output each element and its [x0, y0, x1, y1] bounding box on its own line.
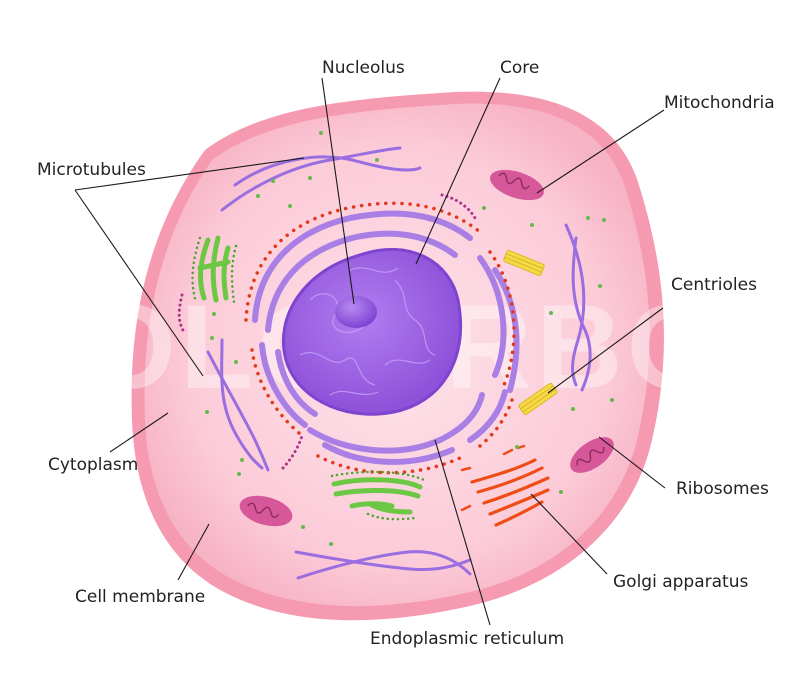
leader-ribosomes — [598, 436, 666, 489]
microtubules — [206, 146, 592, 580]
label-centrioles: Centrioles — [671, 275, 757, 295]
mitochondrion-top — [490, 169, 544, 201]
smooth-er-left-dots — [191, 236, 238, 304]
label-endoplasmic-reticulum: Endoplasmic reticulum — [370, 629, 564, 649]
nucleolus-shape — [335, 296, 377, 328]
smooth-er-bottom-dots — [330, 470, 426, 521]
mitochondrion-bottom — [239, 495, 293, 527]
centrioles-group — [503, 250, 558, 416]
label-golgi-apparatus: Golgi apparatus — [613, 572, 748, 592]
centriole-top — [503, 250, 545, 276]
label-mitochondria: Mitochondria — [664, 93, 775, 113]
leader-centrioles — [547, 307, 664, 394]
mitochondria-group — [239, 169, 614, 527]
endoplasmic-reticulum — [252, 210, 520, 465]
labels: Nucleolus Core Mitochondria Microtubules… — [37, 58, 775, 649]
smooth-er-left — [197, 235, 231, 303]
label-ribosomes: Ribosomes — [676, 479, 769, 499]
leader-cell-membrane — [177, 523, 210, 581]
leader-core — [415, 77, 501, 265]
centriole-bottom — [518, 382, 558, 416]
label-microtubules: Microtubules — [37, 160, 146, 180]
leader-mitochondria — [536, 109, 665, 194]
nucleus — [281, 248, 462, 416]
label-cytoplasm: Cytoplasm — [48, 455, 138, 475]
leader-cytoplasm — [109, 412, 169, 453]
mitochondrion-right — [570, 437, 614, 473]
nucleus-shape — [281, 248, 462, 416]
leader-microtubules-a — [74, 157, 305, 191]
leader-golgi — [530, 493, 608, 575]
label-nucleolus: Nucleolus — [322, 58, 405, 78]
label-core: Core — [500, 58, 539, 78]
leader-lines — [74, 77, 666, 626]
smooth-er-bottom — [331, 477, 423, 515]
label-cell-membrane: Cell membrane — [75, 587, 205, 607]
cytoplasm-granules — [205, 131, 614, 546]
golgi-apparatus-shape — [460, 444, 550, 527]
chromatin — [299, 267, 436, 396]
leader-microtubules-b — [74, 189, 204, 377]
leader-endoplasmic-reticulum — [434, 439, 491, 626]
ribosome-strands — [177, 193, 477, 470]
smooth-er — [191, 235, 426, 521]
leader-nucleolus — [321, 77, 355, 305]
